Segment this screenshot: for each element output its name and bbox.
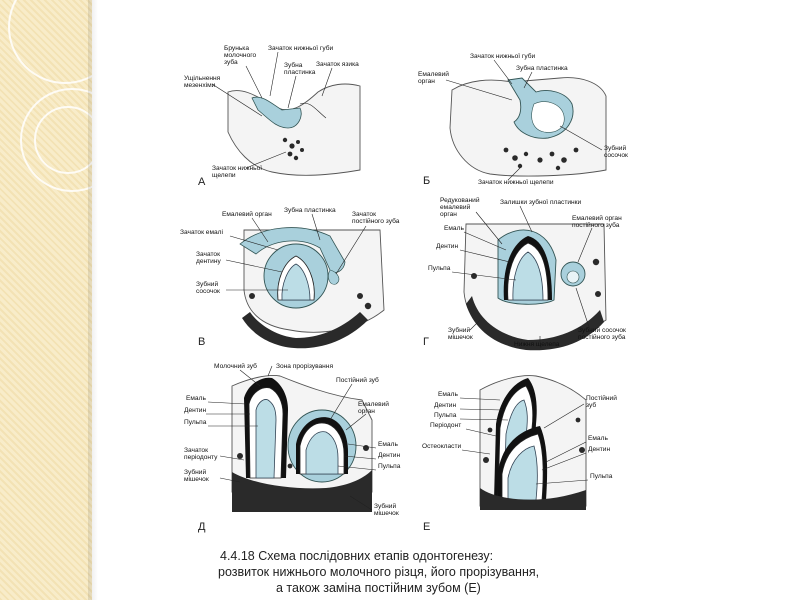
label-g-l1: Редукований xyxy=(440,196,480,204)
label-a-l6: пластинка xyxy=(284,69,316,76)
label-d-l2: Зона прорізування xyxy=(276,362,333,370)
label-e-l1: Емаль xyxy=(438,391,458,398)
label-v-l4: постійного зуба xyxy=(352,217,400,225)
label-v-l3: Зачаток xyxy=(352,211,376,218)
label-a-l10: Зачаток нижньої xyxy=(212,165,262,172)
panel-e-letter: Е xyxy=(423,521,430,533)
label-g-l8: Дентин xyxy=(436,243,458,250)
label-g-l6: Емалевий орган xyxy=(572,214,622,222)
panel-v-letter: В xyxy=(198,336,205,348)
label-v-l1: Емалевий орган xyxy=(222,210,272,218)
label-d-l14: Дентин xyxy=(378,452,400,459)
label-a-l11: щелепи xyxy=(212,172,236,179)
caption-line-1: 4.4.18 Схема послідовних етапів одонтоге… xyxy=(220,549,493,563)
label-d-l13: Емаль xyxy=(378,441,398,448)
label-a-l8: Ущільнення xyxy=(184,74,221,82)
label-d-l7: Емалевий xyxy=(358,400,389,408)
label-v-l5: Зачаток емалі xyxy=(180,228,224,236)
decorative-ring xyxy=(20,88,124,192)
label-d-l9: Зачаток xyxy=(184,447,208,454)
label-g-l5: Емаль xyxy=(444,225,464,232)
label-e-l3: Пульпа xyxy=(434,412,457,419)
label-g-l4: Залишки зубної пластинки xyxy=(500,198,582,206)
label-e-l6: зуб xyxy=(586,401,596,409)
label-d-l15: Пульпа xyxy=(378,463,401,470)
panel-g: Редукований емалевий орган Залишки зубно… xyxy=(423,196,626,351)
label-d-l3: Постійний зуб xyxy=(336,376,379,384)
label-e-l9: Дентин xyxy=(588,446,610,453)
label-b-l7: Зачаток нижньої щелепи xyxy=(478,179,554,186)
label-a-l9: мезенхіми xyxy=(184,81,216,89)
label-b-l3: Емалевий xyxy=(418,70,449,78)
label-v-l6: Зачаток xyxy=(196,251,220,258)
label-g-l14: постійного зуба xyxy=(578,333,626,341)
label-a-l7: Зачаток язика xyxy=(316,61,359,68)
label-e-l7: Остеокласти xyxy=(422,443,461,450)
label-e-l2: Дентин xyxy=(434,402,456,409)
label-g-l2: емалевий xyxy=(440,203,471,211)
diagram-area: Брунька молочного зуба Зачаток нижньої г… xyxy=(92,0,800,600)
figure-caption: 4.4.18 Схема послідовних етапів одонтоге… xyxy=(218,549,539,595)
label-e-l4: Періодонт xyxy=(430,421,461,429)
label-b-l4: орган xyxy=(418,78,435,85)
panel-e: Емаль Дентин Пульпа Періодонт Постійний … xyxy=(422,375,617,533)
label-d-l16: Зубний xyxy=(374,502,396,510)
panel-b: Зачаток нижньої губи Зубна пластинка Ема… xyxy=(418,52,628,187)
label-g-l13: Зубний сосочок xyxy=(578,326,626,334)
label-v-l8: Зубний xyxy=(196,280,218,288)
label-g-l12: Нижня щелепа xyxy=(514,341,560,348)
panel-b-letter: Б xyxy=(423,175,430,187)
label-a-l5: Зубна xyxy=(284,61,303,69)
label-a-l4: Зачаток нижньої губи xyxy=(268,44,333,52)
label-a-l1: Брунька xyxy=(224,45,249,52)
label-e-l8: Емаль xyxy=(588,435,608,442)
panel-a: Брунька молочного зуба Зачаток нижньої г… xyxy=(184,44,361,188)
label-g-l9: Пульпа xyxy=(428,265,451,272)
label-g-l10: Зубний xyxy=(448,326,470,334)
label-d-l4: Емаль xyxy=(186,395,206,402)
label-d-l8: орган xyxy=(358,408,375,415)
label-d-l11: Зубний xyxy=(184,468,206,476)
panel-d-letter: Д xyxy=(198,521,206,533)
label-b-l5: Зубний xyxy=(604,144,626,152)
label-d-l5: Дентин xyxy=(184,407,206,414)
label-v-l9: сосочок xyxy=(196,288,220,295)
panel-g-letter: Г xyxy=(423,336,429,348)
label-d-l17: мішечок xyxy=(374,509,399,517)
panel-d: Молочний зуб Зона прорізування Постійний… xyxy=(184,362,401,533)
label-g-l7: постійного зуба xyxy=(572,221,620,229)
label-d-l12: мішечок xyxy=(184,475,209,483)
label-d-l6: Пульпа xyxy=(184,419,207,426)
caption-line-2: розвиток нижнього молочного різця, його … xyxy=(218,565,539,579)
label-g-l11: мішечок xyxy=(448,333,473,341)
odontogenesis-figure: Брунька молочного зуба Зачаток нижньої г… xyxy=(180,44,628,595)
label-a-l2: молочного xyxy=(224,52,257,59)
label-b-l2: Зубна пластинка xyxy=(516,64,568,72)
label-d-l10: періодонту xyxy=(184,453,218,461)
caption-line-3: а також заміна постійним зубом (Е) xyxy=(276,581,481,595)
label-v-l2: Зубна пластинка xyxy=(284,206,336,214)
label-b-l6: сосочок xyxy=(604,152,628,159)
panel-v: Емалевий орган Зубна пластинка Зачаток п… xyxy=(180,206,400,349)
label-e-l5: Постійний xyxy=(586,394,617,402)
decorative-side-panel xyxy=(0,0,124,600)
label-b-l1: Зачаток нижньої губи xyxy=(470,52,535,60)
label-a-l3: зуба xyxy=(224,58,238,66)
label-d-l1: Молочний зуб xyxy=(214,362,257,370)
panel-a-letter: А xyxy=(198,176,206,188)
label-v-l7: дентину xyxy=(196,258,222,265)
decorative-ring xyxy=(34,106,102,174)
label-g-l3: орган xyxy=(440,211,457,218)
label-e-l10: Пульпа xyxy=(590,473,613,480)
